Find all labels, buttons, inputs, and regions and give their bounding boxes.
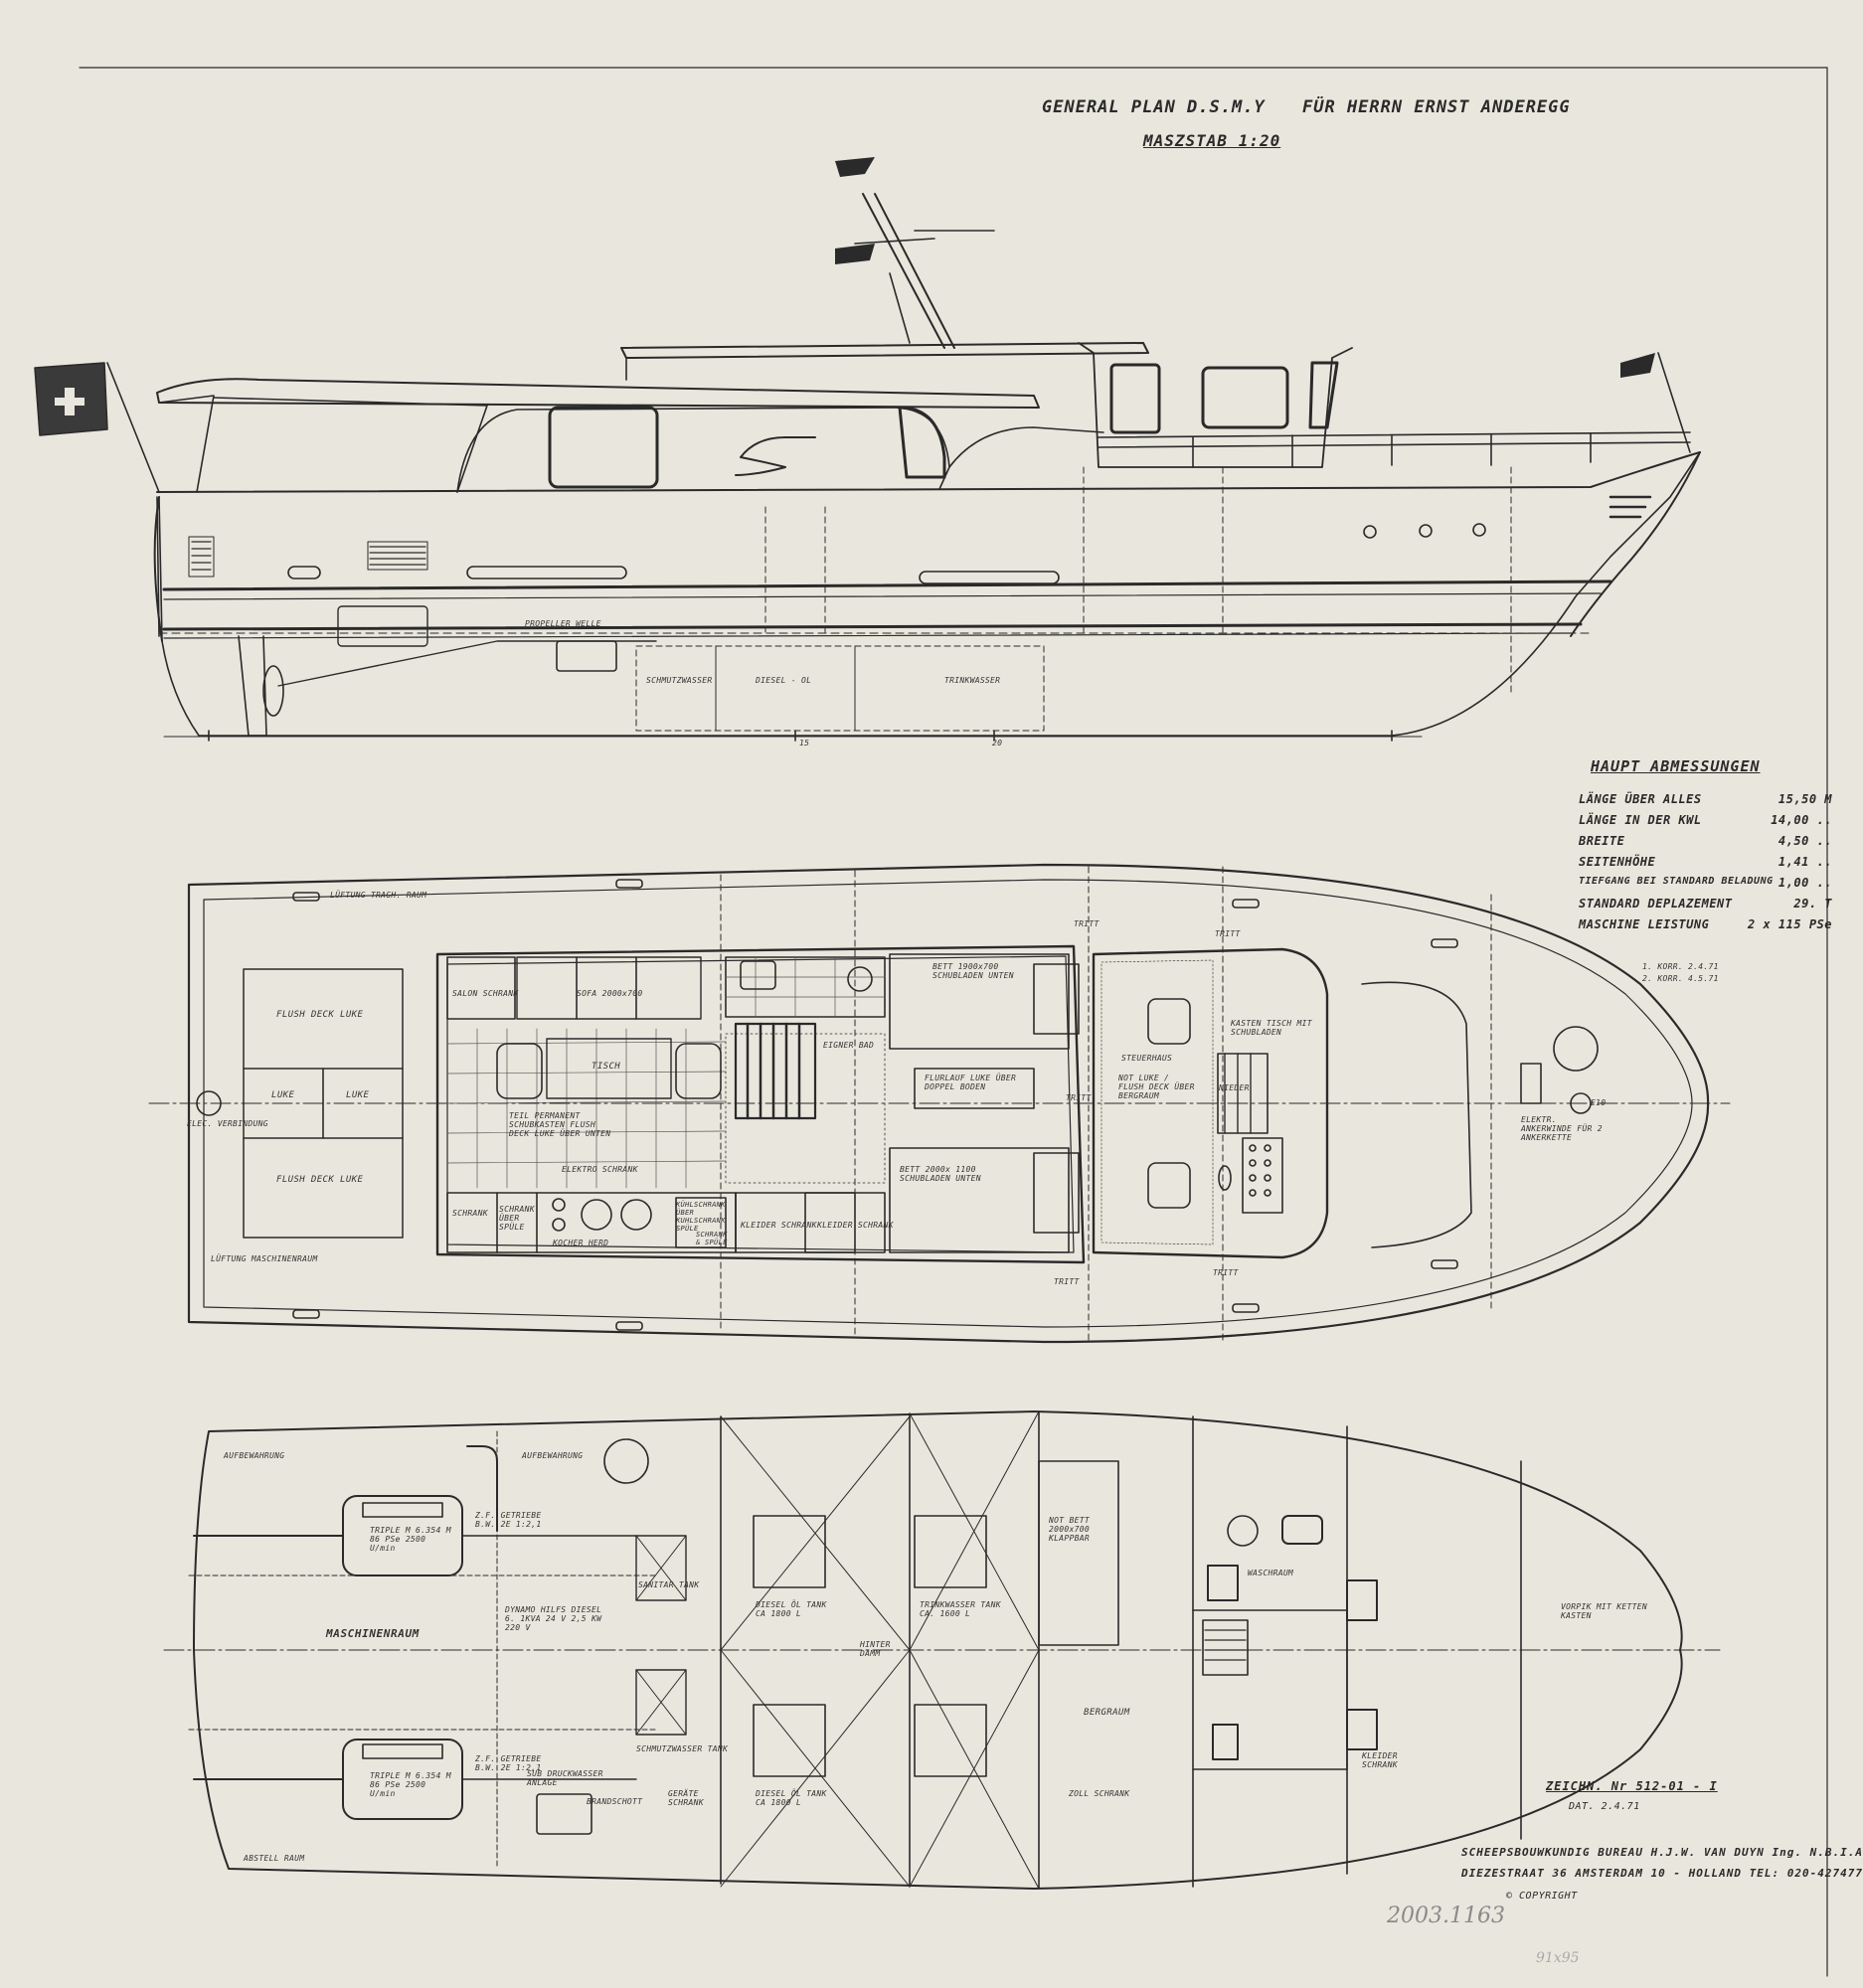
label-sink-cabinet: SCHRANK ÜBER SPÜLE bbox=[499, 1205, 535, 1232]
deck-plan bbox=[148, 863, 1731, 1344]
label-wardrobe-1: KLEIDER SCHRANK bbox=[741, 1221, 817, 1230]
label-flush-hatch-1: FLUSH DECK LUKE bbox=[276, 1010, 364, 1020]
label-storage-1: AUFBEWAHRUNG bbox=[224, 1451, 285, 1460]
label-e10: E10 bbox=[1591, 1098, 1607, 1107]
title-owner: FÜR HERRN ERNST ANDEREGG bbox=[1302, 97, 1571, 117]
label-corridor-hatch: FLURLAUF LUKE ÜBER DOPPEL BODEN bbox=[925, 1074, 1017, 1091]
label-wheelhouse: STEUERHAUS bbox=[1121, 1054, 1173, 1063]
label-lower: NIEDER bbox=[1219, 1083, 1250, 1092]
label-diesel-tank-2: DIESEL ÖL TANK CA 1800 L bbox=[756, 1789, 827, 1807]
label-engine-2: TRIPLE M 6.354 M 86 PSe 2500 U/min bbox=[370, 1771, 451, 1798]
label-utility-room: ABSTELL RAUM bbox=[244, 1854, 305, 1863]
bureau-name: SCHEEPSBOUWKUNDIG BUREAU H.J.W. VAN DUYN… bbox=[1461, 1846, 1863, 1859]
label-engine-room: MASCHINENRAUM bbox=[326, 1627, 420, 1640]
bureau-address: DIEZESTRAAT 36 AMSTERDAM 10 - HOLLAND TE… bbox=[1461, 1867, 1863, 1880]
label-equipment-cabinet: GERÄTE SCHRANK bbox=[668, 1789, 704, 1807]
label-fire-bulkhead: BRANDSCHOTT bbox=[587, 1797, 643, 1806]
main-dimensions-title: HAUPT ABMESSUNGEN bbox=[1591, 757, 1761, 775]
size-note: 91x95 bbox=[1536, 1950, 1580, 1966]
label-profile-tank-1: SCHMUTZWASSER bbox=[646, 676, 713, 685]
label-storage-room: BERGRAUM bbox=[1084, 1708, 1130, 1718]
frame-tick-20: 20 bbox=[992, 739, 1003, 747]
label-emergency-hatch: NOT LUKE / FLUSH DECK ÜBER BERGRAUM bbox=[1118, 1074, 1195, 1100]
label-sanitary-tank: SANITAR TANK bbox=[638, 1580, 700, 1589]
label-emergency-bed: NOT BETT 2000x700 KLAPPBAR bbox=[1049, 1516, 1090, 1543]
label-sink: SCHRANK & SPÜLE bbox=[696, 1231, 728, 1246]
label-sofa: SOFA 2000x700 bbox=[577, 989, 643, 998]
label-electro-cabinet: ELEKTRO SCHRANK bbox=[562, 1165, 638, 1174]
copyright-label: © COPYRIGHT bbox=[1506, 1891, 1578, 1902]
label-hatch-1: LUKE bbox=[271, 1090, 295, 1100]
label-wardrobe-2: KLEIDER SCHRANK bbox=[817, 1221, 894, 1230]
label-anchor-winch: ELEKTR. ANKERWINDE FÜR 2 ANKERKETTE bbox=[1521, 1115, 1603, 1142]
label-owner-bath: EIGNER BAD bbox=[823, 1041, 875, 1050]
label-step-2: TRITT bbox=[1215, 929, 1241, 938]
label-gearbox-2: Z.F. GETRIEBE B.W. 2E 1:2,1 bbox=[475, 1754, 542, 1772]
label-bed-2: BETT 2000x 1100 SCHUBLADEN UNTEN bbox=[900, 1165, 981, 1183]
label-table: TISCH bbox=[592, 1062, 621, 1072]
drawing-date: DAT. 2.4.71 bbox=[1569, 1801, 1640, 1812]
label-cooker: KOCHER HERD bbox=[553, 1239, 609, 1247]
label-washroom: WASCHRAUM bbox=[1248, 1569, 1294, 1577]
frame-tick-15: 15 bbox=[799, 739, 810, 747]
label-step-4: TRITT bbox=[1213, 1268, 1239, 1277]
label-cabinet: SCHRANK bbox=[452, 1209, 488, 1218]
title-general-plan: GENERAL PLAN D.S.M.Y bbox=[1042, 97, 1266, 117]
label-flush-hatch-2: FLUSH DECK LUKE bbox=[276, 1175, 364, 1185]
label-lower-wardrobe: KLEIDER SCHRANK bbox=[1362, 1751, 1398, 1769]
label-rear-dam: HINTER DAMM bbox=[860, 1640, 891, 1658]
label-engine-vent: LÜFTUNG MASCHINENRAUM bbox=[211, 1254, 318, 1263]
label-wastewater-tank: SCHMUTZWASSER TANK bbox=[636, 1744, 729, 1753]
side-profile bbox=[34, 157, 1701, 742]
label-water-tank: TRINKWASSER TANK CA. 1600 L bbox=[920, 1600, 1001, 1618]
scale-label: MASZSTAB 1:20 bbox=[1143, 131, 1281, 150]
label-hatch-note: TEIL PERMANENT SCHUBKASTEN FLUSH DECK LU… bbox=[509, 1111, 611, 1138]
label-profile-tank-3: TRINKWASSER bbox=[944, 676, 1001, 685]
label-step-3: TRITT bbox=[1066, 1093, 1092, 1102]
label-engine-1: TRIPLE M 6.354 M 86 PSe 2500 U/min bbox=[370, 1526, 451, 1553]
label-step-1: TRITT bbox=[1074, 919, 1100, 928]
label-generator: DYNAMO HILFS DIESEL 6. 1KVA 24 V 2,5 KW … bbox=[505, 1605, 602, 1632]
revision-1: 1. KORR. 2.4.71 bbox=[1642, 962, 1719, 971]
label-bed-1: BETT 1900x700 SCHUBLADEN UNTEN bbox=[932, 962, 1014, 980]
label-hatch-2: LUKE bbox=[346, 1090, 370, 1100]
lower-deck-plan bbox=[163, 1410, 1721, 1890]
label-profile-tank-2: DIESEL - OL bbox=[756, 676, 812, 685]
label-shaft: PROPELLER WELLE bbox=[525, 619, 601, 628]
archive-number: 2003.1163 bbox=[1387, 1904, 1505, 1928]
label-water-pump: SUB DRUCKWASSER ANLAGE bbox=[527, 1769, 603, 1787]
label-storage-2: AUFBEWAHRUNG bbox=[522, 1451, 584, 1460]
drawing-number: ZEICHN. Nr 512-01 - I bbox=[1546, 1779, 1718, 1793]
label-chart-table: KASTEN TISCH MIT SCHUBLADEN bbox=[1231, 1019, 1312, 1037]
label-step-5: TRITT bbox=[1054, 1277, 1080, 1286]
label-fridge: KÜHLSCHRANK ÜBER KUHLSCHRANK SPÜLE bbox=[676, 1201, 726, 1233]
label-elec-connection: ELEC. VERBINDUNG bbox=[187, 1119, 268, 1128]
label-gearbox-1: Z.F. GETRIEBE B.W. 2E 1:2,1 bbox=[475, 1511, 542, 1529]
revision-2: 2. KORR. 4.5.71 bbox=[1642, 974, 1719, 983]
label-customs-cabinet: ZOLL SCHRANK bbox=[1069, 1789, 1130, 1798]
label-diesel-tank-1: DIESEL ÖL TANK CA 1800 L bbox=[756, 1600, 827, 1618]
label-salon-cabinet: SALON SCHRANK bbox=[452, 989, 519, 998]
label-top-vent: LÜFTUNG TRAGH. RAUM bbox=[330, 891, 427, 900]
label-forepeak: VORPIK MIT KETTEN KASTEN bbox=[1561, 1602, 1647, 1620]
